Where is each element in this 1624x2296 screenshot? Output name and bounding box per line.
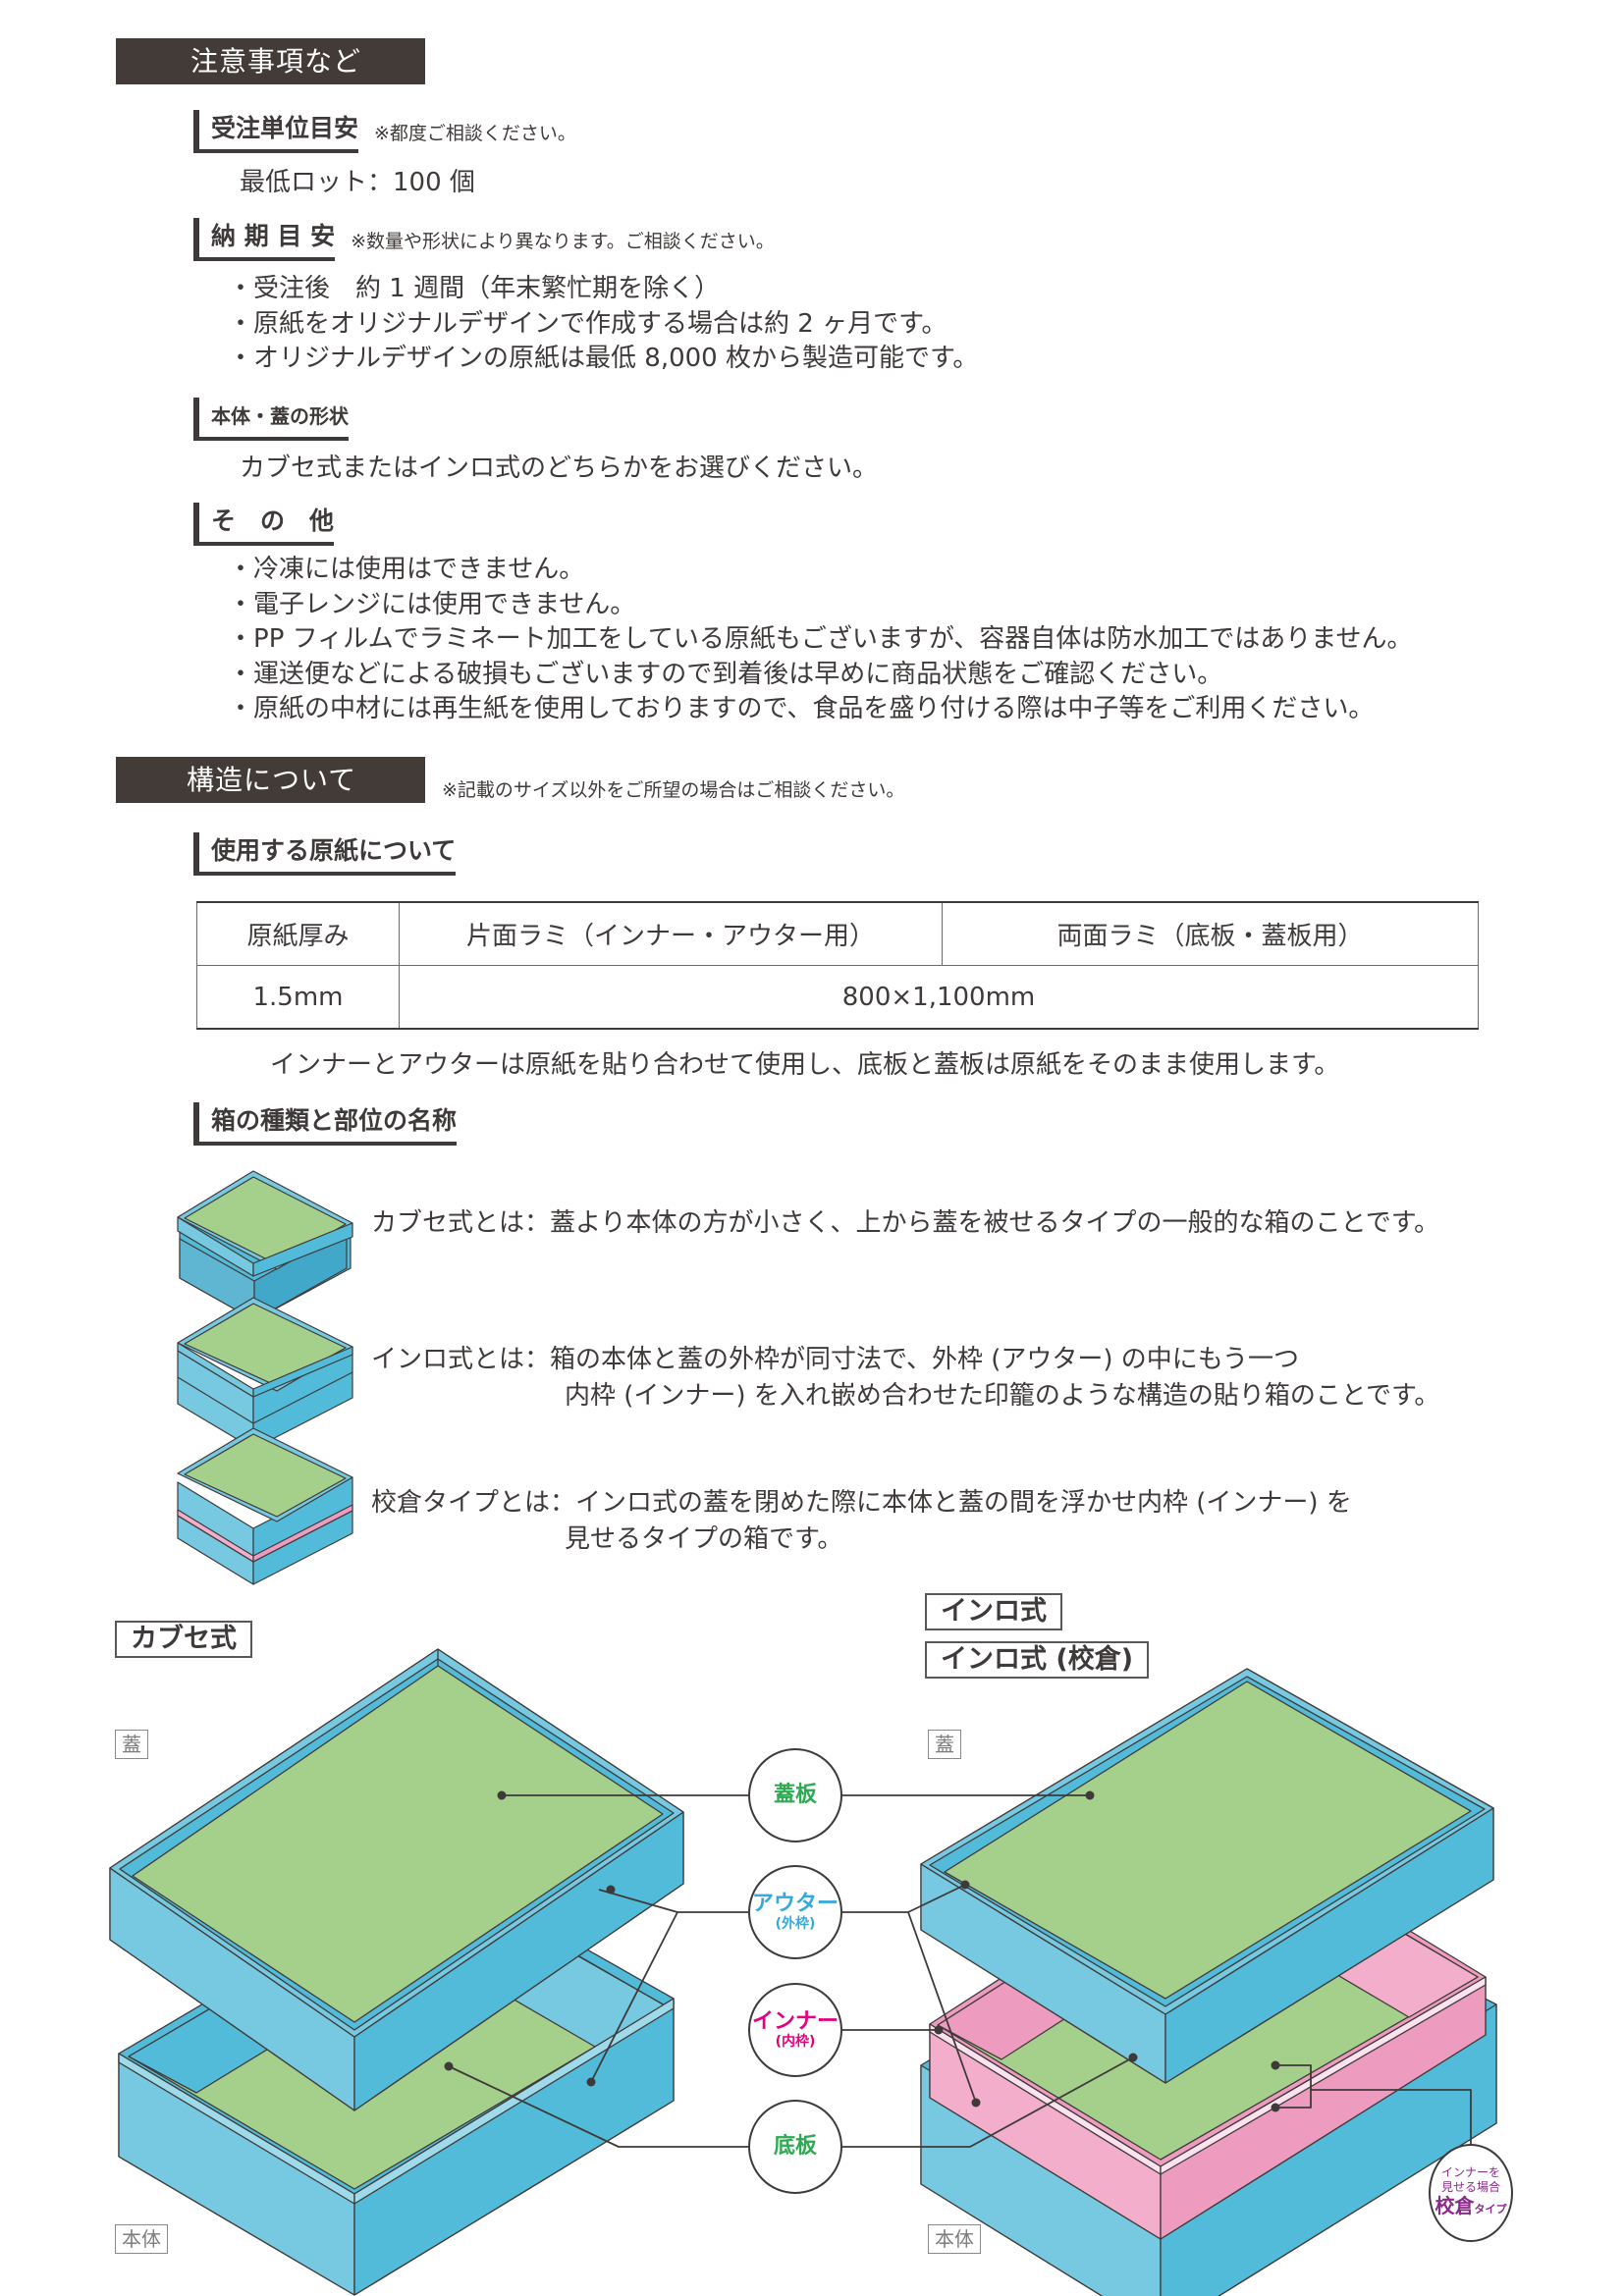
part-circle-bottom-board: 底板 xyxy=(748,2100,842,2194)
heading-marker xyxy=(193,110,199,153)
structure-note: ※記載のサイズ以外をご所望の場合はご相談ください。 xyxy=(442,779,905,801)
part-subname: (外枠) xyxy=(775,1916,816,1932)
heading-lead-time: 納 期 目 安 xyxy=(193,220,336,261)
type-desc-inro: インロ式とは： 箱の本体と蓋の外枠が同寸法で、外枠 (アウター) の中にもう一つ xyxy=(371,1341,1299,1378)
list-item: 原紙の中材には再生紙を使用しておりますので、食品を盛り付ける際は中子等をご利用く… xyxy=(228,692,1413,727)
label-inro-azekura: インロ式 (校倉) xyxy=(925,1641,1150,1679)
table-header: 両面ラミ（底板・蓋板用） xyxy=(942,901,1479,966)
table-header-row: 原紙厚み 片面ラミ（インナー・アウター用） 両面ラミ（底板・蓋板用） xyxy=(196,901,1479,966)
note-order-unit: ※都度ご相談ください。 xyxy=(374,123,576,144)
table-header: 片面ラミ（インナー・アウター用） xyxy=(399,901,943,966)
list-item: 運送便などによる破損もございますので到着後は早めに商品状態をご確認ください。 xyxy=(228,658,1413,693)
table-cell-thickness: 1.5mm xyxy=(196,965,400,1030)
azekura-box-icon xyxy=(177,1427,353,1585)
table-cell-size: 800×1,100mm xyxy=(399,965,1479,1030)
heading-marker xyxy=(193,218,199,261)
inro-box-icon xyxy=(177,1297,353,1450)
section-header-structure: 構造について xyxy=(116,757,425,803)
label-kabuse: カブセ式 xyxy=(115,1621,252,1658)
leader-lines xyxy=(448,1794,1472,2148)
part-subname: (内枠) xyxy=(775,2034,816,2050)
kabuse-lid xyxy=(109,1648,684,2111)
label-inro: インロ式 xyxy=(925,1593,1062,1630)
heading-marker xyxy=(193,503,199,546)
list-item: 冷凍には使用はできません。 xyxy=(228,553,1413,588)
inro-lid xyxy=(920,1668,1494,2084)
type-text: 箱の本体と蓋の外枠が同寸法で、外枠 (アウター) の中にもう一つ xyxy=(550,1345,1300,1374)
heading-shape: 本体・蓋の形状 xyxy=(193,400,349,441)
tag-lid-right: 蓋 xyxy=(928,1730,961,1759)
section-header-notes: 注意事項など xyxy=(116,38,425,84)
badge-type: タイプ xyxy=(1474,2203,1507,2216)
badge-line3: 校倉タイプ xyxy=(1435,2195,1507,2220)
part-name: アウター xyxy=(751,1892,839,1916)
badge-line1: インナーを xyxy=(1440,2165,1500,2179)
type-desc-azekura-line2: 見せるタイプの箱です。 xyxy=(565,1521,842,1558)
shape-text: カブセ式またはインロ式のどちらかをお選びください。 xyxy=(240,454,879,483)
other-list: 冷凍には使用はできません。 電子レンジには使用できません。 PP フィルムでラミ… xyxy=(228,553,1413,727)
type-label: 校倉タイプとは： xyxy=(371,1488,576,1518)
inro-inner xyxy=(929,1825,1487,2240)
table-header: 原紙厚み xyxy=(196,901,400,966)
note-lead-time: ※数量や形状により異なります。ご相談ください。 xyxy=(351,231,775,252)
lead-time-list: 受注後 約 1 週間（年末繁忙期を除く） 原紙をオリジナルデザインで作成する場合… xyxy=(228,272,978,377)
type-desc-kabuse: カブセ式とは： 蓋より本体の方が小さく、上から蓋を被せるタイプの一般的な箱のこと… xyxy=(371,1204,1439,1242)
type-label: インロ式とは： xyxy=(371,1345,551,1374)
type-desc-azekura: 校倉タイプとは： インロ式の蓋を閉めた際に本体と蓋の間を浮かせ内枠 (インナー)… xyxy=(371,1484,1352,1522)
kabuse-body xyxy=(118,1864,675,2296)
heading-order-unit: 受注単位目安 xyxy=(193,112,359,153)
heading-marker xyxy=(193,1102,199,1146)
part-circle-lid-board: 蓋板 xyxy=(748,1748,842,1842)
heading-other: そ の 他 xyxy=(193,505,335,546)
subheading-paper: 使用する原紙について xyxy=(193,832,457,876)
list-item: 受注後 約 1 週間（年末繁忙期を除く） xyxy=(228,272,978,307)
inro-body-outer xyxy=(920,1870,1497,2296)
tag-body-left: 本体 xyxy=(115,2224,168,2254)
part-name: インナー xyxy=(751,2009,839,2034)
paper-caption: インナーとアウターは原紙を貼り合わせて使用し、底板と蓋板は原紙をそのまま使用しま… xyxy=(270,1050,1340,1080)
heading-paper: 使用する原紙について xyxy=(193,834,457,876)
heading-types: 箱の種類と部位の名称 xyxy=(193,1104,458,1146)
tag-body-right: 本体 xyxy=(928,2224,981,2254)
part-circle-outer: アウター (外枠) xyxy=(748,1865,842,1959)
type-text: 蓋より本体の方が小さく、上から蓋を被せるタイプの一般的な箱のことです。 xyxy=(550,1208,1440,1238)
part-name: 底板 xyxy=(773,2134,817,2159)
azekura-badge: インナーを 見せる場合 校倉タイプ xyxy=(1429,2144,1513,2242)
part-circle-inner: インナー (内枠) xyxy=(748,1983,842,2077)
leader-dots xyxy=(444,1790,1280,2112)
heading-marker xyxy=(193,832,199,876)
list-item: PP フィルムでラミネート加工をしている原紙もございますが、容器自体は防水加工で… xyxy=(228,622,1413,658)
type-label: カブセ式とは： xyxy=(371,1208,551,1238)
type-desc-inro-line2: 内枠 (インナー) を入れ嵌め合わせた印籠のような構造の貼り箱のことです。 xyxy=(565,1377,1439,1415)
heading-marker xyxy=(193,398,199,441)
badge-line2: 見せる場合 xyxy=(1440,2180,1500,2194)
type-text: 見せるタイプの箱です。 xyxy=(565,1524,843,1554)
paper-spec-table: 原紙厚み 片面ラミ（インナー・アウター用） 両面ラミ（底板・蓋板用） 1.5mm… xyxy=(196,901,1479,1030)
subheading-lead-time: 納 期 目 安 ※数量や形状により異なります。ご相談ください。 xyxy=(193,218,775,261)
type-text: 内枠 (インナー) を入れ嵌め合わせた印籠のような構造の貼り箱のことです。 xyxy=(565,1381,1440,1411)
list-item: 原紙をオリジナルデザインで作成する場合は約 2 ヶ月です。 xyxy=(228,307,978,343)
tag-lid-left: 蓋 xyxy=(115,1730,148,1759)
list-item: オリジナルデザインの原紙は最低 8,000 枚から製造可能です。 xyxy=(228,342,978,377)
kabuse-box-icon xyxy=(177,1170,353,1321)
subheading-order-unit: 受注単位目安 ※都度ご相談ください。 xyxy=(193,110,576,153)
min-lot-text: 最低ロット：100 個 xyxy=(240,168,475,197)
subheading-types: 箱の種類と部位の名称 xyxy=(193,1102,458,1146)
table-row: 1.5mm 800×1,100mm xyxy=(196,965,1479,1030)
type-text: インロ式の蓋を閉めた際に本体と蓋の間を浮かせ内枠 (インナー) を xyxy=(575,1488,1352,1518)
list-item: 電子レンジには使用できません。 xyxy=(228,588,1413,623)
part-name: 蓋板 xyxy=(773,1783,817,1807)
subheading-shape: 本体・蓋の形状 xyxy=(193,398,349,441)
badge-azekura: 校倉 xyxy=(1435,2194,1475,2217)
subheading-other: そ の 他 xyxy=(193,503,335,546)
